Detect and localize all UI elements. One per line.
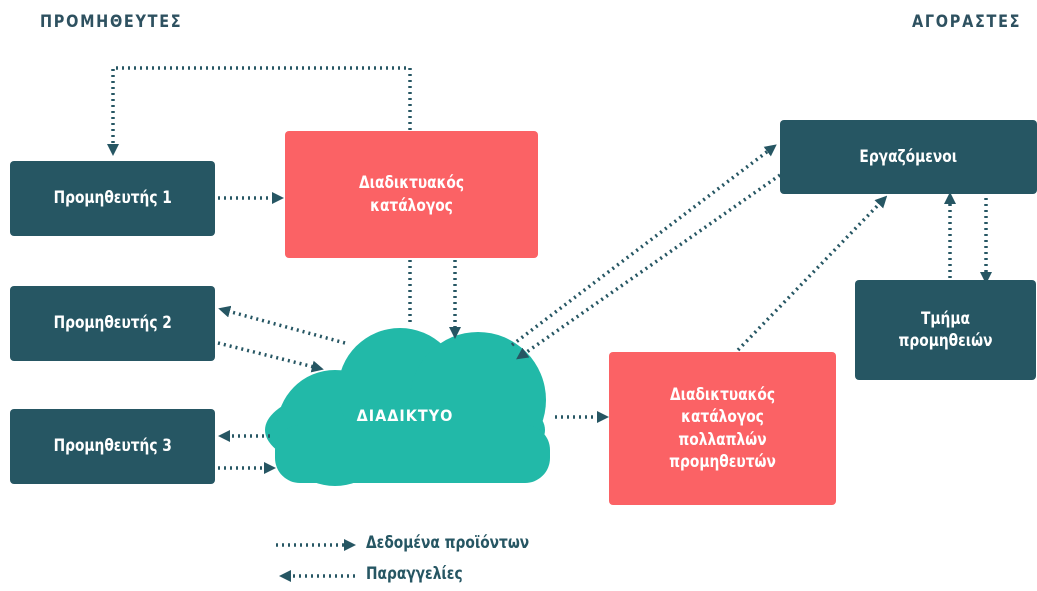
internet-cloud <box>265 328 550 486</box>
employees-box: Εργαζόμενοι <box>780 120 1037 194</box>
suppliers-heading: ΠΡΟΜΗΘΕΥΤΕΣ <box>40 12 183 32</box>
supplier-1-box: Προμηθευτής 1 <box>10 161 215 236</box>
legend-orders: Παραγγελίες <box>366 564 463 584</box>
employees-label: Εργαζόμενοι <box>859 146 958 167</box>
supplier-3-box: Προμηθευτής 3 <box>10 409 215 484</box>
arrow-employees-to-internet <box>516 173 782 360</box>
procurement-dept-box: Τμήμα προμηθειών <box>855 280 1036 380</box>
procurement-dept-label: Τμήμα προμηθειών <box>898 308 993 351</box>
legend-product-data: Δεδομένα προϊόντων <box>366 533 530 553</box>
arrow-supplier2-to-internet <box>217 341 324 373</box>
buyers-heading: ΑΓΟΡΑΣΤΕΣ <box>912 12 1022 32</box>
arrow-internet-to-employees <box>510 144 777 347</box>
supplier-2-label: Προμηθευτής 2 <box>53 313 172 334</box>
supplier-1-label: Προμηθευτής 1 <box>53 188 172 209</box>
online-catalog-box: Διαδικτυακός κατάλογος <box>285 131 538 258</box>
internet-label: ΔΙΑΔΙΚΤΥΟ <box>356 406 454 425</box>
multi-supplier-catalog-box: Διαδικτυακός κατάλογος πολλαπλών προμηθε… <box>609 352 836 505</box>
arrow-internet-to-supplier2 <box>218 305 346 345</box>
supplier-3-label: Προμηθευτής 3 <box>53 436 172 457</box>
multi-supplier-catalog-label: Διαδικτυακός κατάλογος πολλαπλών προμηθε… <box>669 385 776 472</box>
arrow-catalog-to-supplier1 <box>107 66 412 156</box>
supplier-2-box: Προμηθευτής 2 <box>10 286 215 361</box>
online-catalog-label: Διαδικτυακός κατάλογος <box>358 173 465 216</box>
